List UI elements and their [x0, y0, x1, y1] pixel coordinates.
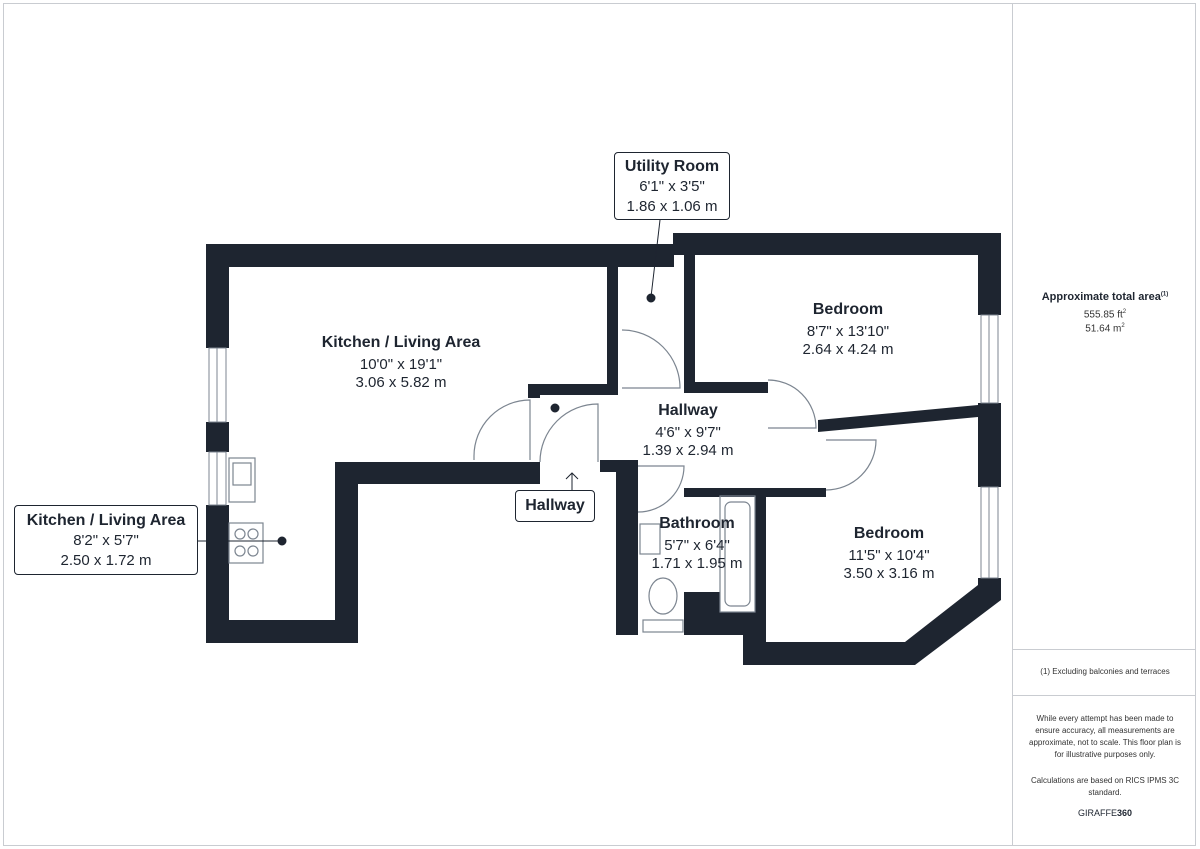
wall — [673, 233, 1001, 255]
wall — [206, 244, 674, 267]
area-title: Approximate total area(1) — [1041, 291, 1169, 303]
room-metric: 1.71 x 1.95 m — [652, 555, 743, 572]
room-imperial: 6'1" x 3'5" — [639, 178, 705, 195]
bathtub — [719, 495, 756, 613]
basin — [639, 523, 661, 555]
utility-room-callout: Utility Room 6'1" x 3'5" 1.86 x 1.06 m — [614, 152, 730, 220]
toilet-bowl — [648, 577, 678, 615]
hob — [228, 522, 264, 564]
windows — [208, 314, 999, 579]
room-name: Bedroom — [854, 525, 924, 542]
room-name: Hallway — [525, 497, 585, 514]
room-name: Hallway — [658, 402, 718, 419]
divider — [1013, 695, 1196, 696]
area-ft: 555.85 ft2 — [1083, 309, 1127, 321]
door — [825, 439, 877, 491]
room-metric: 3.06 x 5.82 m — [356, 374, 447, 391]
wall — [206, 422, 229, 452]
room-imperial: 10'0" x 19'1" — [360, 356, 442, 373]
wall — [206, 244, 229, 348]
footnote: (1) Excluding balconies and terraces — [1040, 667, 1170, 676]
room-metric: 1.86 x 1.06 m — [626, 198, 718, 215]
calculation-note: Calculations are based on RICS IPMS 3C s… — [1030, 776, 1180, 797]
wall — [616, 620, 636, 635]
wall — [684, 592, 720, 635]
wall — [528, 384, 618, 395]
sink — [228, 457, 256, 503]
brand-logo: GIRAFFE360 — [1077, 808, 1133, 818]
wall — [720, 612, 766, 635]
disclaimer: While every attempt has been made to ens… — [1029, 714, 1181, 759]
wall — [616, 460, 638, 635]
markers — [196, 219, 661, 546]
total-area: Approximate total area(1) 555.85 ft2 51.… — [1013, 291, 1197, 335]
wall — [743, 578, 1001, 665]
wall — [470, 462, 540, 484]
kitchen-living-callout: Kitchen / Living Area 8'2" x 5'7" 2.50 x… — [14, 505, 198, 575]
wall — [607, 244, 618, 384]
room-imperial: 8'7" x 13'10" — [807, 323, 889, 340]
divider — [1013, 649, 1196, 650]
wall — [335, 462, 358, 643]
floor-plan-drawing: Kitchen / Living Area 10'0" x 19'1" 3.06… — [196, 219, 1001, 665]
room-imperial: 11'5" x 10'4" — [848, 547, 929, 564]
wall — [528, 384, 540, 398]
room-imperial: 4'6" x 9'7" — [655, 424, 721, 441]
wall — [978, 403, 1001, 487]
wall — [600, 460, 638, 472]
wall — [335, 462, 472, 484]
room-name: Bedroom — [813, 301, 883, 318]
wall — [818, 405, 978, 432]
room-imperial: 5'7" x 6'4" — [664, 537, 730, 554]
room-metric: 1.39 x 2.94 m — [643, 442, 734, 459]
room-name: Bathroom — [659, 515, 735, 532]
floor-plan-sheet — [3, 3, 1196, 846]
wall — [206, 505, 229, 643]
room-metric: 3.50 x 3.16 m — [844, 565, 935, 582]
door — [767, 379, 817, 429]
wall — [206, 620, 358, 643]
area-m: 51.64 m2 — [1085, 323, 1125, 335]
walls — [206, 233, 1001, 665]
room-metric: 2.50 x 1.72 m — [60, 552, 152, 569]
room-imperial: 8'2" x 5'7" — [73, 532, 139, 549]
room-name: Kitchen / Living Area — [322, 334, 481, 351]
doors — [473, 329, 877, 513]
room-name: Utility Room — [624, 158, 720, 175]
door — [621, 329, 681, 389]
hallway-callout: Hallway — [515, 490, 595, 522]
door — [473, 399, 531, 460]
room-labels: Kitchen / Living Area 10'0" x 19'1" 3.06… — [322, 301, 935, 582]
fixtures — [228, 457, 756, 633]
door — [637, 465, 685, 513]
wall — [755, 490, 766, 665]
wall — [684, 382, 768, 393]
door — [539, 403, 599, 463]
wall — [978, 233, 1001, 315]
info-sidebar: Approximate total area(1) 555.85 ft2 51.… — [1012, 3, 1196, 846]
wall — [684, 244, 695, 386]
footnote-marker: (1) — [1160, 291, 1169, 298]
toilet-cistern — [642, 619, 684, 633]
room-name: Kitchen / Living Area — [26, 512, 186, 529]
room-metric: 2.64 x 4.24 m — [803, 341, 894, 358]
